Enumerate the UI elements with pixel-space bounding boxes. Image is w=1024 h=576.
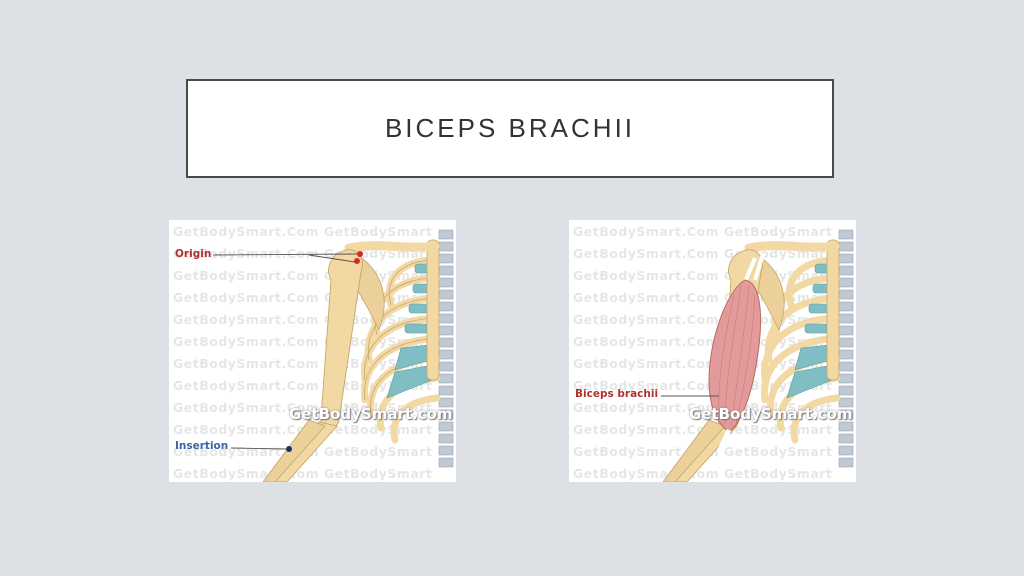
biceps-tendon — [753, 253, 765, 281]
watermark-line: GetBodySmart.Com GetBodySmart — [173, 466, 433, 481]
origin-marker — [354, 258, 360, 264]
sternum — [826, 239, 840, 381]
watermark-line: GetBodySmart.Com GetBodySmart — [573, 312, 833, 327]
watermark-line: GetBodySmart.Com GetBodySmart — [173, 312, 433, 327]
clavicle — [344, 241, 440, 253]
clavicle — [744, 241, 840, 253]
skeleton-biceps-illustration — [661, 229, 854, 482]
origin-leader-line — [212, 253, 358, 256]
ulna — [262, 419, 326, 482]
slide-title: BICEPS BRACHII — [384, 113, 636, 143]
overlay-watermark: GetBodySmart.com — [689, 405, 853, 423]
insertion-label: Insertion — [175, 440, 229, 452]
sternum — [426, 239, 440, 381]
origin-marker — [357, 251, 363, 257]
biceps-label: Biceps brachii — [575, 388, 659, 400]
origin-leader-line — [308, 254, 356, 263]
muscle-fibers — [718, 285, 756, 429]
humerus — [320, 249, 363, 430]
overlay-watermark: GetBodySmart.com — [289, 405, 453, 423]
watermark-line: GetBodySmart.Com GetBodySmart — [573, 466, 833, 481]
origin-label: Origin — [175, 248, 212, 260]
ulna — [662, 419, 726, 482]
biceps-tendon — [743, 257, 757, 283]
biceps-distal-tendon — [716, 428, 732, 454]
biceps-muscle-figure: GetBodySmart.Com GetBodySmart GetBodySma… — [569, 220, 856, 482]
skeleton-arm-illustration — [212, 229, 454, 482]
spine — [838, 229, 854, 468]
spine — [438, 229, 454, 468]
origin-insertion-figure: GetBodySmart.Com GetBodySmart GetBodySma… — [169, 220, 456, 482]
insertion-marker — [286, 446, 292, 452]
title-box: BICEPS BRACHII — [186, 79, 834, 178]
insertion-leader-line — [230, 447, 288, 450]
watermark-line: GetBodySmart.Com GetBodySmart — [573, 224, 833, 239]
watermark-line: GetBodySmart.Com GetBodySmart — [173, 224, 433, 239]
